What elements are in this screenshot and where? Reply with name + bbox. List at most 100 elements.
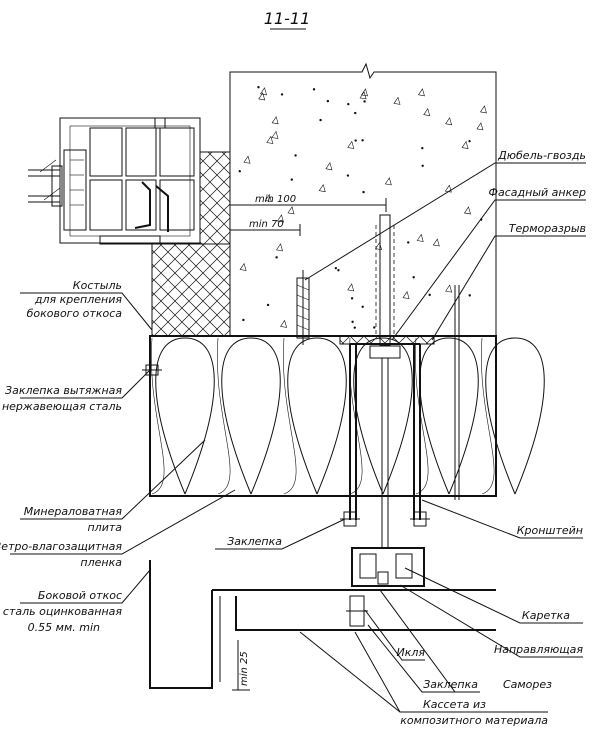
concrete-aggregate	[476, 122, 484, 131]
concrete-aggregate	[362, 190, 365, 194]
leader-lines	[10, 162, 586, 713]
concrete-aggregate	[319, 118, 322, 122]
mineral-wool-slab	[149, 335, 545, 497]
concrete-aggregate	[334, 266, 338, 270]
concrete-aggregate	[375, 241, 382, 250]
concrete-wall	[229, 62, 497, 336]
guide-rail	[351, 357, 425, 587]
concrete-aggregate	[402, 290, 410, 300]
concrete-aggregate	[258, 92, 266, 101]
dimension-min100: min 100	[229, 194, 387, 212]
concrete-aggregate	[423, 107, 431, 117]
concrete-aggregate	[432, 238, 440, 247]
concrete-aggregate	[287, 206, 295, 215]
label-thermal-break: Терморазрыв	[509, 222, 586, 235]
concrete-aggregate	[275, 256, 278, 259]
concrete-aggregate	[417, 88, 425, 97]
wool-fiber-loop	[217, 337, 231, 495]
bracket	[349, 343, 421, 520]
concrete-aggregate	[276, 214, 284, 223]
label-cassette-1: Кассета из	[423, 698, 486, 711]
label-side-1: Боковой откос	[38, 589, 122, 602]
wool-fiber-loop	[287, 337, 347, 495]
concrete-aggregate	[421, 146, 424, 150]
concrete-aggregate	[351, 320, 354, 324]
rivet-left	[142, 364, 162, 376]
dimension-min70: min 70	[230, 219, 301, 236]
concrete-aggregate	[312, 88, 316, 91]
label-rivet-ss-2: нержавеющая сталь	[2, 400, 122, 413]
label-guide: Направляющая	[494, 643, 583, 656]
concrete-aggregate	[276, 243, 283, 252]
concrete-aggregate	[326, 99, 330, 103]
concrete-aggregate	[280, 319, 288, 328]
concrete-aggregate	[350, 297, 354, 300]
concrete-aggregate	[347, 102, 350, 106]
concrete-aggregate	[359, 91, 367, 100]
label-dowel: Дюбель-гвоздь	[497, 149, 586, 162]
svg-text:min 25: min 25	[239, 651, 250, 686]
concrete-aggregate	[243, 155, 251, 164]
concrete-aggregate	[280, 93, 284, 96]
concrete-aggregate	[325, 162, 333, 171]
concrete-aggregate	[421, 164, 424, 167]
label-side-3: 0.55 мм. min	[28, 621, 100, 634]
label-mineral-1: Минераловатная	[24, 505, 123, 518]
concrete-aggregate	[468, 294, 471, 297]
concrete-aggregate	[445, 284, 453, 293]
concrete-aggregate	[257, 86, 260, 89]
wool-fiber-loop	[415, 337, 429, 495]
concrete-aggregate	[346, 174, 350, 177]
concrete-aggregate	[266, 135, 274, 144]
dimension-min25: min 25	[232, 640, 250, 691]
label-hook: Икля	[396, 646, 425, 659]
concrete-aggregate	[468, 139, 471, 143]
insulation-block-lower	[151, 243, 231, 337]
wool-fiber-loop	[485, 337, 545, 495]
thermal-break-pad	[339, 335, 435, 345]
dowel-nail	[296, 270, 310, 345]
label-side-2: сталь оцинкованная	[3, 605, 122, 618]
label-cassette-2: композитного материала	[400, 714, 548, 727]
wool-fiber-loop	[481, 337, 495, 495]
wool-fiber-loop	[419, 337, 479, 495]
wool-fiber-loop	[155, 337, 215, 495]
concrete-aggregate	[373, 326, 376, 329]
concrete-aggregate	[353, 326, 356, 329]
concrete-aggregate	[260, 87, 267, 96]
label-membrane-1: Ветро-влагозащитная	[0, 540, 122, 553]
rivet-bracket-right	[410, 511, 430, 527]
concrete-aggregate	[294, 154, 297, 157]
wool-fiber-loop	[151, 337, 165, 495]
wool-fiber-loop	[353, 337, 413, 495]
label-rivet: Заклепка	[227, 535, 282, 548]
concrete-aggregate	[238, 170, 241, 173]
label-rivet2: Заклепка	[423, 678, 478, 691]
label-crutch-2: для крепления	[34, 293, 122, 306]
label-rivet-ss-1: Заклепка вытяжная	[5, 384, 122, 397]
label-crutch-3: бокового откоса	[27, 307, 123, 320]
concrete-aggregate	[242, 318, 245, 322]
concrete-aggregate	[428, 293, 431, 297]
concrete-aggregate	[337, 269, 340, 272]
concrete-aggregate	[271, 130, 279, 139]
concrete-aggregate	[363, 100, 366, 103]
label-bracket: Кронштейн	[517, 524, 583, 537]
concrete-aggregate	[354, 111, 357, 115]
concrete-aggregate	[347, 140, 355, 149]
concrete-aggregate	[393, 96, 401, 105]
composite-cassette	[149, 560, 496, 689]
concrete-aggregate	[361, 139, 364, 142]
label-screw: Саморез	[503, 678, 552, 691]
window-frame	[28, 117, 201, 245]
concrete-aggregate	[264, 193, 272, 202]
concrete-aggregate	[461, 140, 469, 149]
concrete-aggregate	[412, 276, 415, 279]
label-mineral-2: плита	[87, 521, 122, 534]
drawing-title: 11-11	[264, 9, 311, 28]
concrete-aggregate	[347, 283, 355, 292]
concrete-aggregate	[407, 241, 410, 244]
concrete-aggregate	[239, 262, 247, 271]
label-carriage: Каретка	[522, 609, 570, 622]
